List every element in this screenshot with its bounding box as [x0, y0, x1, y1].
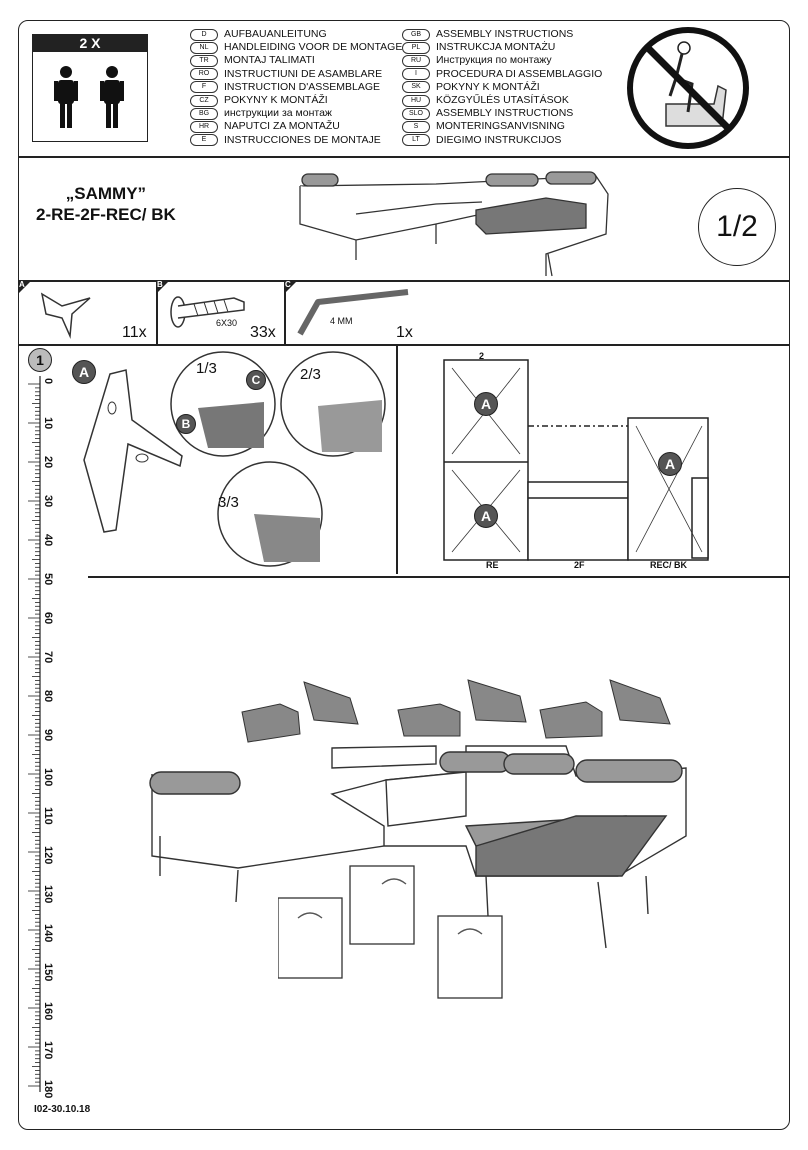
- ruler-mark-label: 10: [42, 417, 54, 430]
- ruler-mark-label: 60: [42, 612, 54, 625]
- product-name: „SAMMY”: [65, 184, 147, 203]
- ruler-mark-label: 50: [42, 573, 54, 586]
- substep-3-3: 3/3: [218, 494, 239, 511]
- callout-a: A: [474, 504, 498, 528]
- module-label-rec-bk: REC/ BK: [650, 560, 688, 570]
- module-layout-diagram: [443, 359, 709, 561]
- ruler-mark-label: 170: [42, 1041, 54, 1060]
- substep-1-3: 1/3: [196, 360, 217, 377]
- part-b-qty: 33x: [250, 324, 276, 341]
- joint-detail-panels: [278, 865, 503, 999]
- part-a-qty: 11x: [122, 324, 147, 341]
- part-letter-badge: B: [156, 280, 170, 294]
- step-divider: [396, 344, 398, 574]
- dimension-label: 2: [479, 351, 485, 361]
- part-c-cell: C 4 MM 1x: [284, 280, 413, 344]
- title-divider: [18, 280, 790, 282]
- part-b-spec: 6X30: [216, 318, 238, 328]
- ruler-mark-label: 130: [42, 885, 54, 904]
- part-c-spec: 4 MM: [330, 316, 353, 326]
- part-b-cell: B 6X30 33x: [156, 280, 284, 344]
- ruler-mark-label: 20: [42, 456, 54, 469]
- ruler-mark-label: 30: [42, 495, 54, 508]
- part-letter-badge: C: [284, 280, 298, 294]
- parts-divider: [18, 344, 790, 346]
- sofa-overview-illustration: [299, 171, 609, 277]
- detail-circle-1: [170, 351, 276, 457]
- callout-a: A: [72, 360, 96, 384]
- sofa-assembly-illustration: [149, 745, 687, 949]
- do-not-sit-warning-icon: [627, 27, 749, 149]
- step-number: 1: [28, 348, 52, 372]
- parts-sep-1: [156, 280, 158, 344]
- module-label-re: RE: [486, 560, 499, 570]
- product-code: 2-RE-2F-REC/ BK: [36, 205, 176, 224]
- document-code: I02-30.10.18: [34, 1104, 91, 1115]
- leg-mounting-illustration: [83, 369, 183, 533]
- page-frame: [18, 20, 790, 1130]
- ruler-mark-label: 40: [42, 534, 54, 547]
- ruler-mark-label: 80: [42, 690, 54, 703]
- persons-label: 2 X: [32, 34, 148, 52]
- header-divider: [18, 156, 790, 158]
- step-bottom-divider: [88, 576, 790, 578]
- ruler-mark-label: 180: [42, 1080, 54, 1099]
- page-indicator: 1/2: [698, 188, 776, 266]
- ruler-mark-label: 160: [42, 1002, 54, 1021]
- callout-c: C: [246, 370, 266, 390]
- detail-circle-2: [280, 351, 386, 457]
- ruler-mark-label: 120: [42, 846, 54, 865]
- callout-a: A: [658, 452, 682, 476]
- part-c-qty: 1x: [396, 324, 413, 341]
- ruler-mark-label: 100: [42, 768, 54, 787]
- screw-icon: [170, 296, 245, 328]
- detail-circle-3: [217, 461, 323, 567]
- measuring-ruler: [28, 376, 41, 1092]
- ruler-mark-label: 70: [42, 651, 54, 664]
- module-label-2f: 2F: [574, 560, 585, 570]
- corner-bracket-details: [241, 679, 671, 743]
- part-a-cell: A 11x: [18, 280, 156, 344]
- substep-2-3: 2/3: [300, 366, 321, 383]
- callout-a: A: [474, 392, 498, 416]
- callout-b: B: [176, 414, 196, 434]
- ruler-mark-label: 140: [42, 924, 54, 943]
- part-letter-badge: A: [18, 280, 32, 294]
- leg-bracket-icon: [40, 292, 91, 339]
- ruler-mark-label: 0: [42, 378, 54, 385]
- ruler-mark-label: 150: [42, 963, 54, 982]
- allen-key-icon: [297, 289, 409, 336]
- two-persons-icon: [54, 66, 124, 128]
- product-title: „SAMMY” 2-RE-2F-REC/ BK: [36, 183, 176, 225]
- parts-sep-2: [284, 280, 286, 344]
- ruler-mark-label: 90: [42, 729, 54, 742]
- ruler-mark-label: 110: [42, 807, 54, 825]
